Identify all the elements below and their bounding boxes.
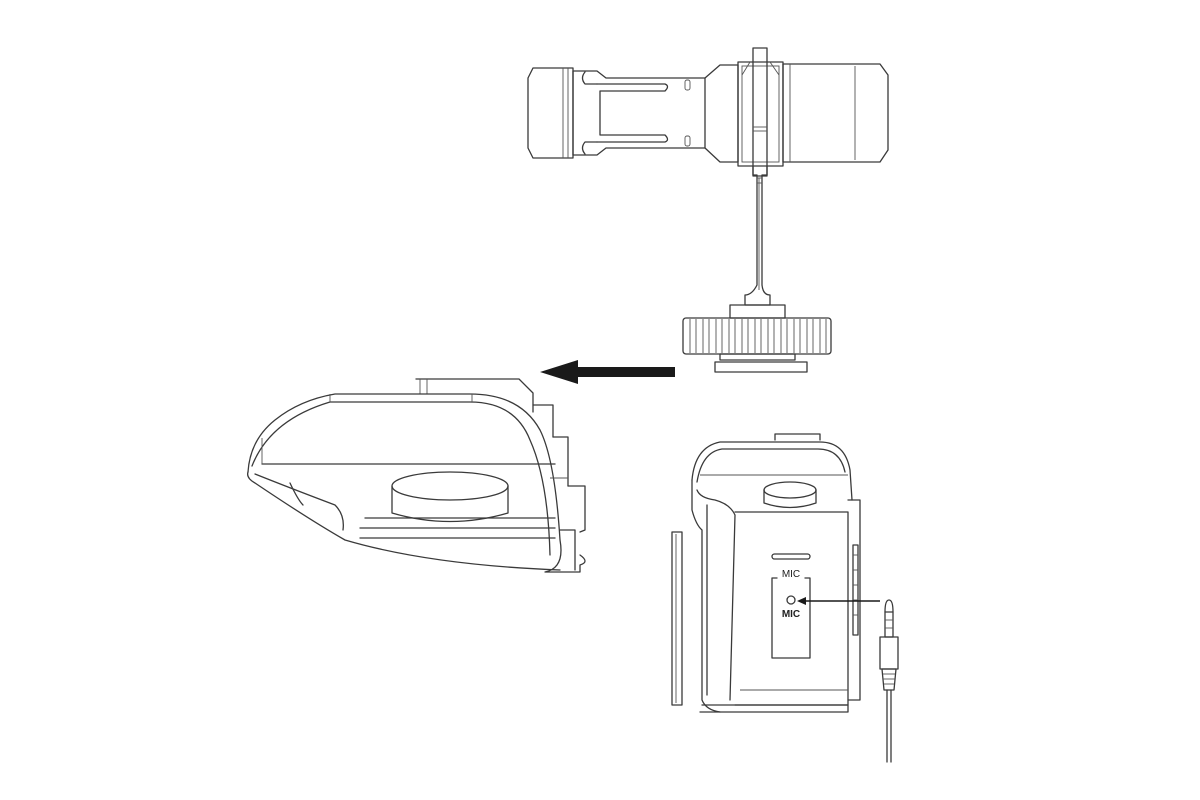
mount-stem xyxy=(744,165,771,306)
camera-top-view xyxy=(247,378,586,573)
microphone-icon xyxy=(527,47,889,177)
mic-label-lower: MIC xyxy=(782,609,800,620)
insert-arrow-icon xyxy=(797,597,880,605)
camera-side-view: MIC MIC xyxy=(671,433,861,713)
mic-port-icon xyxy=(786,595,796,605)
audio-plug-icon xyxy=(879,599,899,763)
mic-label-upper: MIC xyxy=(782,569,800,580)
locking-wheel xyxy=(682,304,832,373)
slide-arrow-icon xyxy=(540,360,675,384)
